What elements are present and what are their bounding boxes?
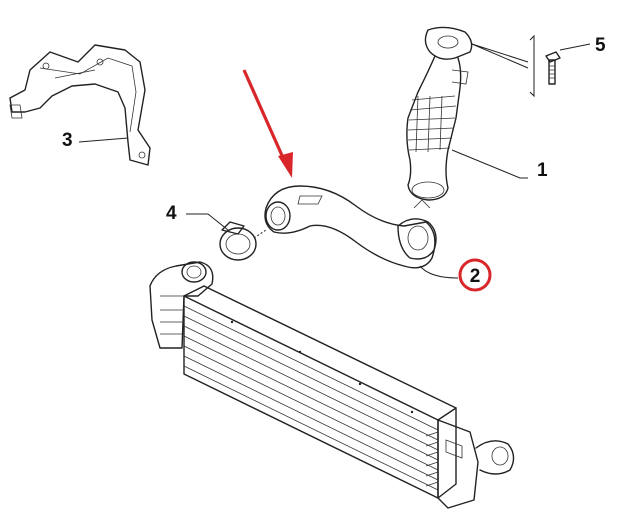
bolt-part-5 bbox=[545, 51, 561, 85]
callout-5: 5 bbox=[595, 35, 606, 56]
hose-part-2 bbox=[264, 185, 437, 269]
callout-4: 4 bbox=[166, 203, 177, 224]
callout-3: 3 bbox=[62, 130, 73, 151]
intercooler-assembly bbox=[149, 261, 515, 509]
red-arrow-icon bbox=[242, 69, 293, 178]
air-duct-part-1 bbox=[406, 26, 473, 201]
highlight-ring bbox=[458, 258, 492, 292]
clamp-part-4 bbox=[219, 221, 257, 261]
bracket-part-3 bbox=[9, 44, 151, 166]
callout-1: 1 bbox=[537, 160, 548, 181]
callout-2: 2 bbox=[470, 266, 481, 287]
